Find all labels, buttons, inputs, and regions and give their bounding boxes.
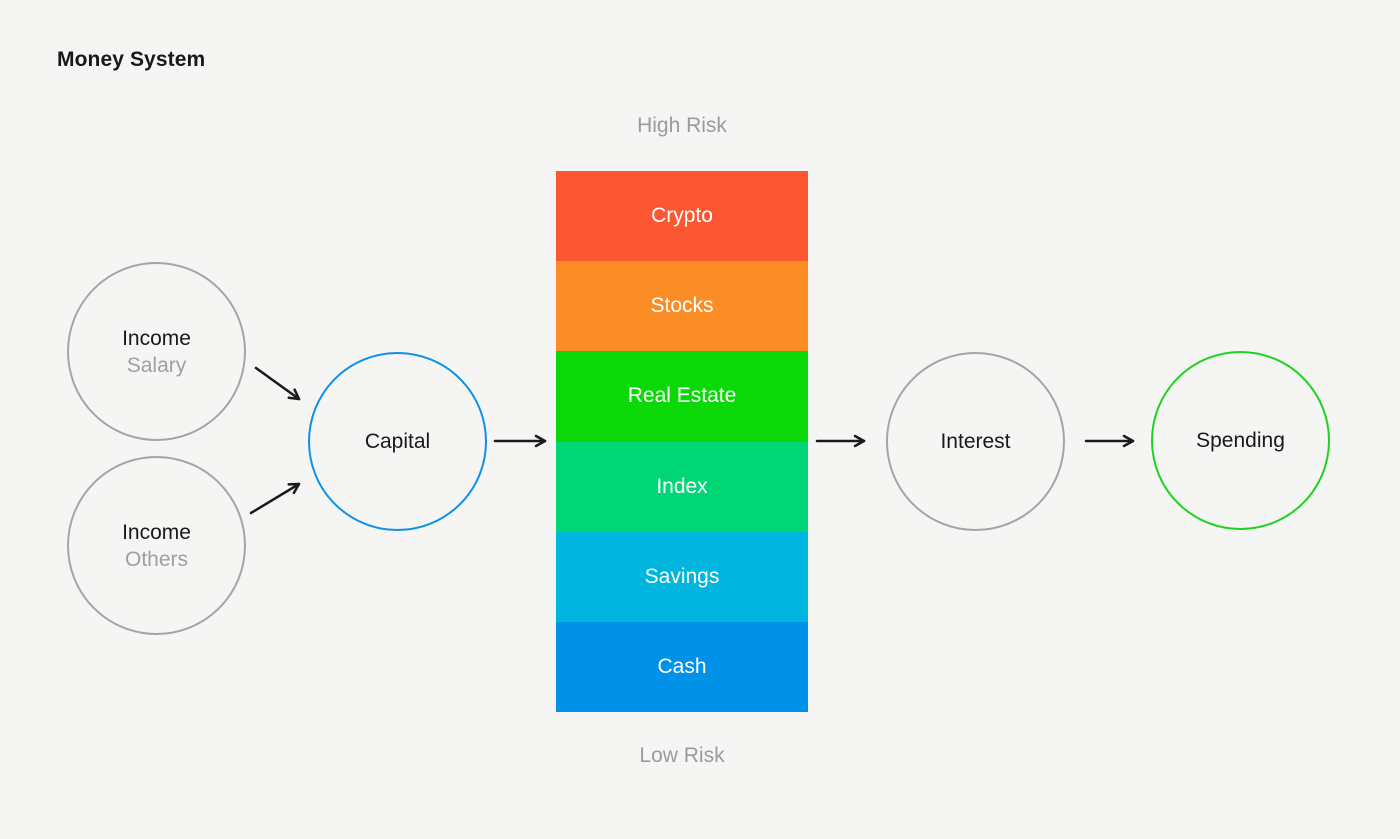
stack-bar-stocks: Stocks — [556, 261, 808, 352]
node-sublabel: Salary — [126, 353, 187, 377]
node-label: Capital — [364, 430, 431, 453]
node-label: Spending — [1196, 429, 1285, 452]
stack-bar-label: Index — [656, 474, 708, 498]
node-income-others: Income Others — [67, 456, 246, 635]
stack-bar-cash: Cash — [556, 621, 808, 713]
page-title: Money System — [57, 48, 206, 71]
stack-bar-label: Crypto — [651, 204, 713, 228]
node-label: Interest — [940, 430, 1011, 453]
high-risk-label: High Risk — [637, 114, 727, 137]
arrow-income-others-to-capital-icon — [249, 482, 301, 515]
stack-bar-crypto: Crypto — [556, 171, 808, 262]
node-label: Income — [122, 326, 191, 350]
node-capital: Capital — [308, 352, 487, 531]
node-label: Income — [122, 520, 191, 544]
node-sublabel: Others — [124, 547, 189, 571]
stack-bar-label: Stocks — [650, 294, 714, 318]
stack-bar-label: Real Estate — [627, 384, 737, 408]
stack-bar-label: Savings — [644, 564, 720, 588]
stack-bar-index: Index — [556, 441, 808, 532]
node-income-salary: Income Salary — [67, 262, 246, 441]
low-risk-label: Low Risk — [639, 744, 725, 767]
investment-stack: Crypto Stocks Real Estate Index Savings … — [556, 171, 808, 713]
arrow-income-salary-to-capital-icon — [254, 366, 301, 401]
node-interest: Interest — [886, 352, 1065, 531]
stack-bar-savings: Savings — [556, 531, 808, 622]
node-spending: Spending — [1151, 351, 1330, 530]
stack-bar-real-estate: Real Estate — [556, 351, 808, 442]
stack-bar-label: Cash — [657, 654, 707, 678]
